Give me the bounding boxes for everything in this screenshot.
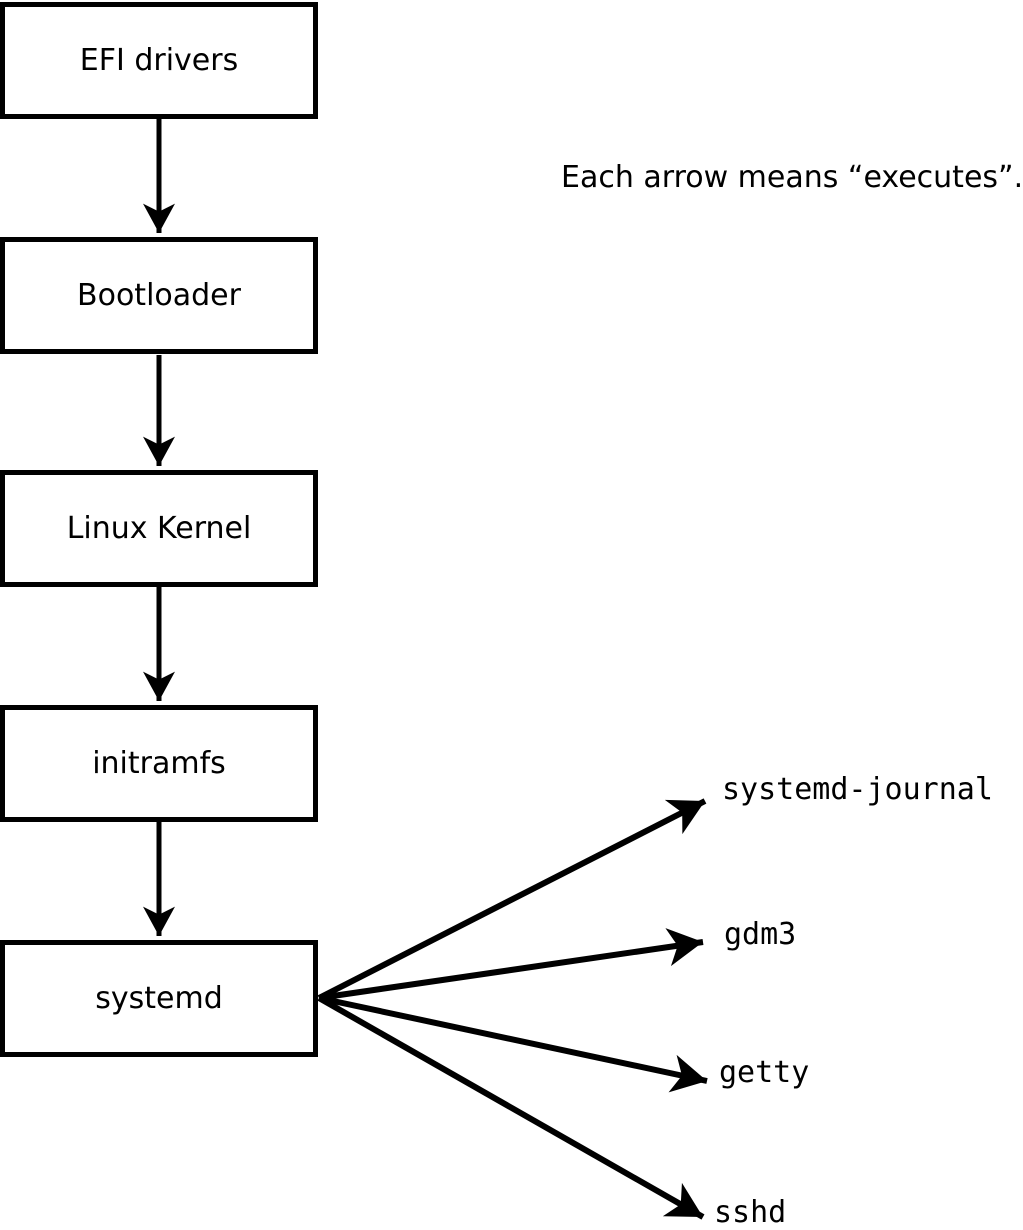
node-bootloader: Bootloader — [0, 237, 318, 354]
node-label: systemd — [95, 981, 223, 1016]
arrow-systemd-to-getty — [318, 995, 708, 1093]
arrow-systemd-to-journal — [317, 798, 707, 1001]
node-label: initramfs — [92, 746, 226, 781]
node-label: Linux Kernel — [66, 511, 252, 546]
node-efi-drivers: EFI drivers — [0, 2, 318, 119]
node-label: EFI drivers — [79, 43, 239, 78]
arrow-legend-note: Each arrow means “executes”. — [561, 160, 1023, 195]
target-label-getty: getty — [719, 1055, 810, 1090]
arrow-systemd-to-sshd — [317, 995, 705, 1220]
arrow-systemd-to-gdm3 — [318, 928, 704, 1001]
node-initramfs: initramfs — [0, 705, 318, 822]
node-label: Bootloader — [77, 278, 241, 313]
node-linux-kernel: Linux Kernel — [0, 470, 318, 587]
target-label-gdm3: gdm3 — [724, 917, 797, 952]
node-systemd: systemd — [0, 940, 318, 1057]
target-label-sshd: sshd — [714, 1195, 787, 1230]
target-label-systemd-journal: systemd-journal — [722, 772, 993, 807]
